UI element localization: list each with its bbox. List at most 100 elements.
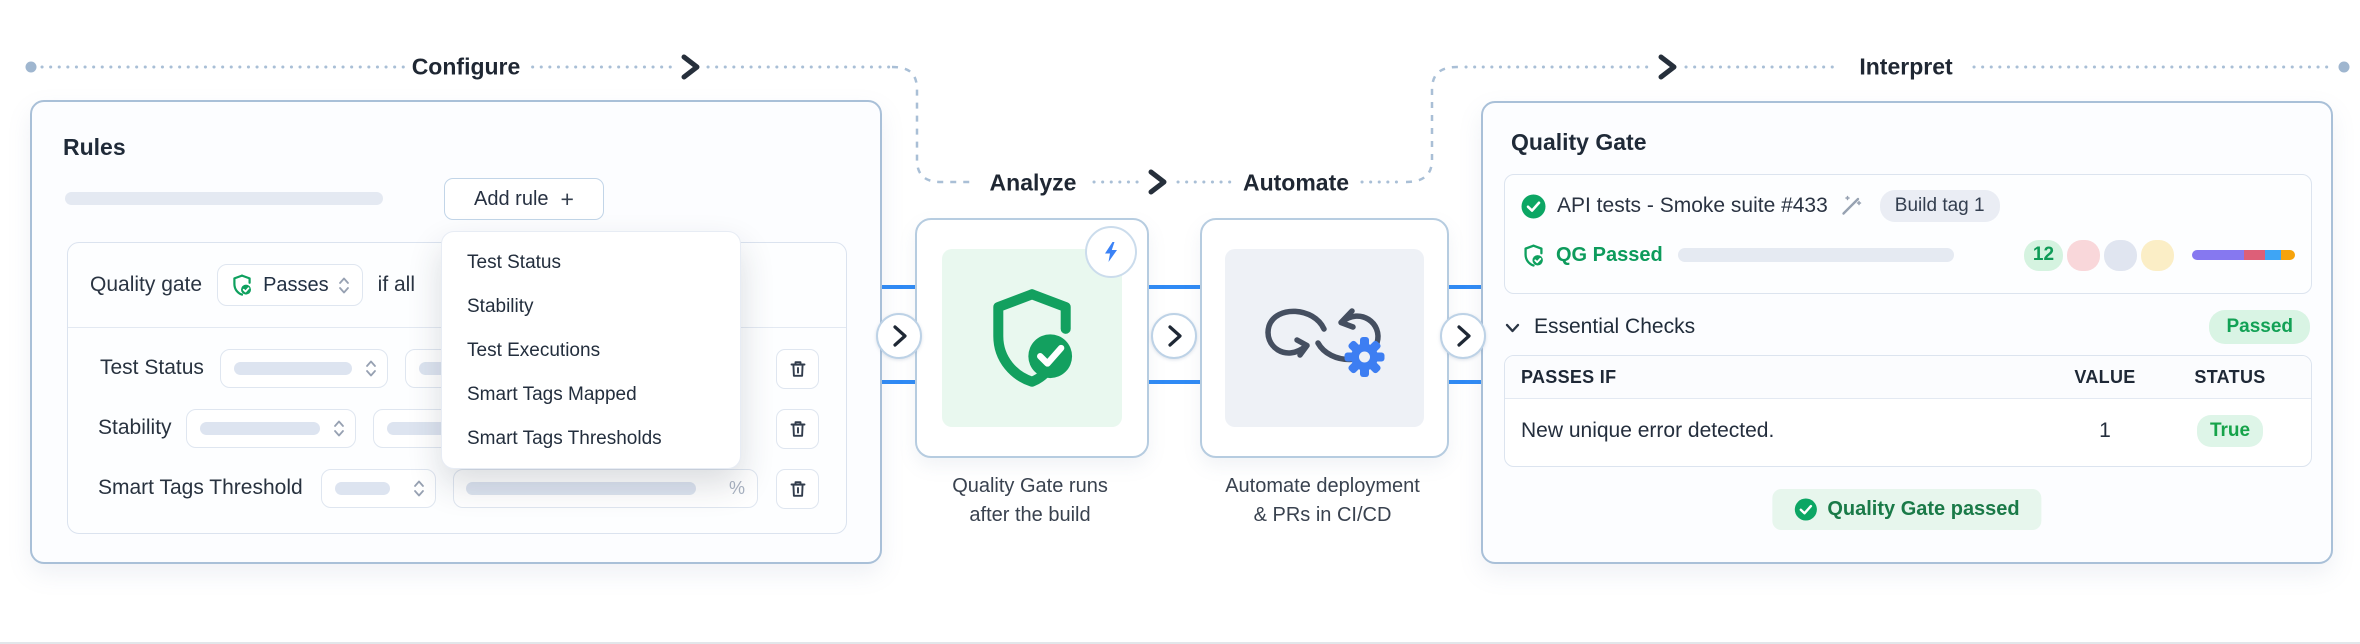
automate-tile: [1225, 249, 1424, 427]
threshold-percent-input[interactable]: %: [453, 469, 758, 508]
dropdown-item-test-executions[interactable]: Test Executions: [467, 340, 601, 361]
select-updown-icon: [338, 277, 349, 293]
chevron-down-icon: [1505, 323, 1520, 332]
percent-unit-label: %: [728, 478, 745, 498]
rules-title: Rules: [63, 134, 126, 160]
delete-rule-button[interactable]: [776, 409, 819, 449]
analyze-caption-line2: after the build: [969, 504, 1091, 526]
column-header-passes-if: PASSES IF: [1521, 366, 1617, 387]
passes-select[interactable]: Passes: [217, 264, 363, 306]
check-condition: New unique error detected.: [1521, 419, 1775, 442]
add-rule-button[interactable]: Add rule +: [444, 178, 604, 220]
yellow-pill: [2141, 239, 2174, 271]
chevron-right-icon: [1457, 325, 1471, 347]
build-run-name: API tests - Smoke suite #433: [1557, 194, 1828, 217]
essential-checks-toggle[interactable]: Essential Checks Passed: [1504, 307, 2310, 347]
select-updown-icon: [334, 420, 344, 437]
segment-red: [2243, 250, 2266, 260]
automate-card: [1200, 218, 1449, 458]
lavender-pill: [2104, 239, 2137, 271]
lightning-badge: [1085, 226, 1137, 278]
dropdown-item-test-status[interactable]: Test Status: [467, 252, 561, 273]
analyze-card: [915, 218, 1149, 458]
dropdown-item-smart-tags-thresholds[interactable]: Smart Tags Thresholds: [467, 428, 662, 449]
automate-caption: Automate deployment & PRs in CI/CD: [1200, 472, 1445, 530]
build-info-row: API tests - Smoke suite #433 Build tag 1: [1521, 190, 2295, 222]
select-updown-icon: [366, 360, 376, 377]
select-updown-icon: [414, 480, 424, 497]
quality-gate-title: Quality Gate: [1511, 129, 1647, 155]
qg-status-label: QG Passed: [1556, 243, 1663, 266]
shield-check-icon: [233, 274, 252, 296]
plus-icon: +: [560, 185, 574, 212]
threshold-select[interactable]: [321, 469, 436, 508]
segment-blue: [2265, 250, 2281, 260]
flow-step-interpret: Interpret: [1853, 53, 1959, 81]
true-status-pill: True: [2196, 415, 2264, 447]
flow-end-dot: [2338, 61, 2350, 73]
check-status: True: [2165, 415, 2295, 447]
stability-select[interactable]: [186, 409, 356, 448]
qg-status-row: QG Passed 12: [1521, 239, 2295, 271]
flow-start-dot: [25, 61, 37, 73]
automate-caption-line2: & PRs in CI/CD: [1253, 504, 1392, 526]
essential-checks-label: Essential Checks: [1534, 315, 1696, 338]
delete-rule-button[interactable]: [776, 349, 819, 389]
magic-wand-icon[interactable]: [1839, 194, 1863, 218]
dropdown-item-stability[interactable]: Stability: [467, 296, 534, 317]
test-status-select[interactable]: [220, 349, 388, 388]
quality-gate-panel: Quality Gate API tests - Smoke suite #43…: [1481, 101, 2333, 564]
checks-table: PASSES IF VALUE STATUS New unique error …: [1504, 355, 2312, 467]
shield-check-icon: [993, 289, 1073, 387]
page-bottom-divider: [0, 642, 2360, 644]
lightning-icon: [1105, 242, 1117, 262]
pink-pill: [2067, 239, 2100, 271]
rule-type-dropdown: Test Status Stability Test Executions Sm…: [441, 231, 741, 469]
rule-card-header: Quality gate Passes if all: [68, 243, 846, 328]
trash-icon: [790, 421, 805, 437]
table-row: New unique error detected. 1 True: [1505, 399, 2311, 463]
check-circle-icon: [1794, 498, 1817, 521]
connector-next-button[interactable]: [876, 313, 922, 359]
build-tag-pill[interactable]: Build tag 1: [1879, 190, 2000, 222]
analyze-caption: Quality Gate runs after the build: [915, 472, 1145, 530]
trash-icon: [790, 481, 805, 497]
if-all-label: if all: [377, 273, 416, 296]
delete-rule-button[interactable]: [776, 469, 819, 509]
check-circle-icon: [1521, 194, 1546, 218]
input-placeholder-bar: [466, 482, 696, 495]
segmented-status-bar: [2192, 250, 2295, 260]
analyze-tile: [942, 249, 1122, 427]
connector-line-top: [870, 285, 1492, 289]
select-placeholder-bar: [335, 482, 390, 495]
gear-icon: [1344, 337, 1384, 377]
automate-caption-line1: Automate deployment: [1225, 475, 1420, 497]
quality-gate-label: Quality gate: [90, 273, 203, 296]
shield-check-icon: [1524, 244, 1543, 267]
passed-badge: Passed: [2209, 310, 2310, 344]
rule-row-label: Smart Tags Threshold: [98, 476, 303, 499]
connector-next-button[interactable]: [1440, 313, 1486, 359]
select-placeholder-bar: [200, 422, 320, 435]
segment-orange: [2280, 250, 2295, 260]
dropdown-item-smart-tags-mapped[interactable]: Smart Tags Mapped: [467, 384, 637, 405]
select-placeholder-bar: [234, 362, 352, 375]
qg-progress-bar: [1677, 248, 1954, 262]
flow-arrow-icon: [681, 54, 1677, 195]
count-badge: 12: [2024, 239, 2063, 271]
flow-step-analyze: Analyze: [983, 169, 1083, 197]
add-rule-label: Add rule: [474, 187, 549, 210]
rules-placeholder-bar: [65, 192, 383, 205]
chevron-right-icon: [893, 325, 907, 347]
quality-gate-passed-label: Quality Gate passed: [1827, 498, 2020, 520]
build-card: API tests - Smoke suite #433 Build tag 1…: [1504, 174, 2312, 294]
checks-table-header: PASSES IF VALUE STATUS: [1505, 356, 2311, 399]
connector-next-button[interactable]: [1151, 313, 1197, 359]
column-header-value: VALUE: [2074, 366, 2136, 387]
rule-row-label: Stability: [98, 416, 172, 439]
rule-row-label: Test Status: [100, 356, 204, 379]
flow-step-configure: Configure: [405, 53, 527, 81]
flow-step-automate: Automate: [1236, 169, 1356, 197]
